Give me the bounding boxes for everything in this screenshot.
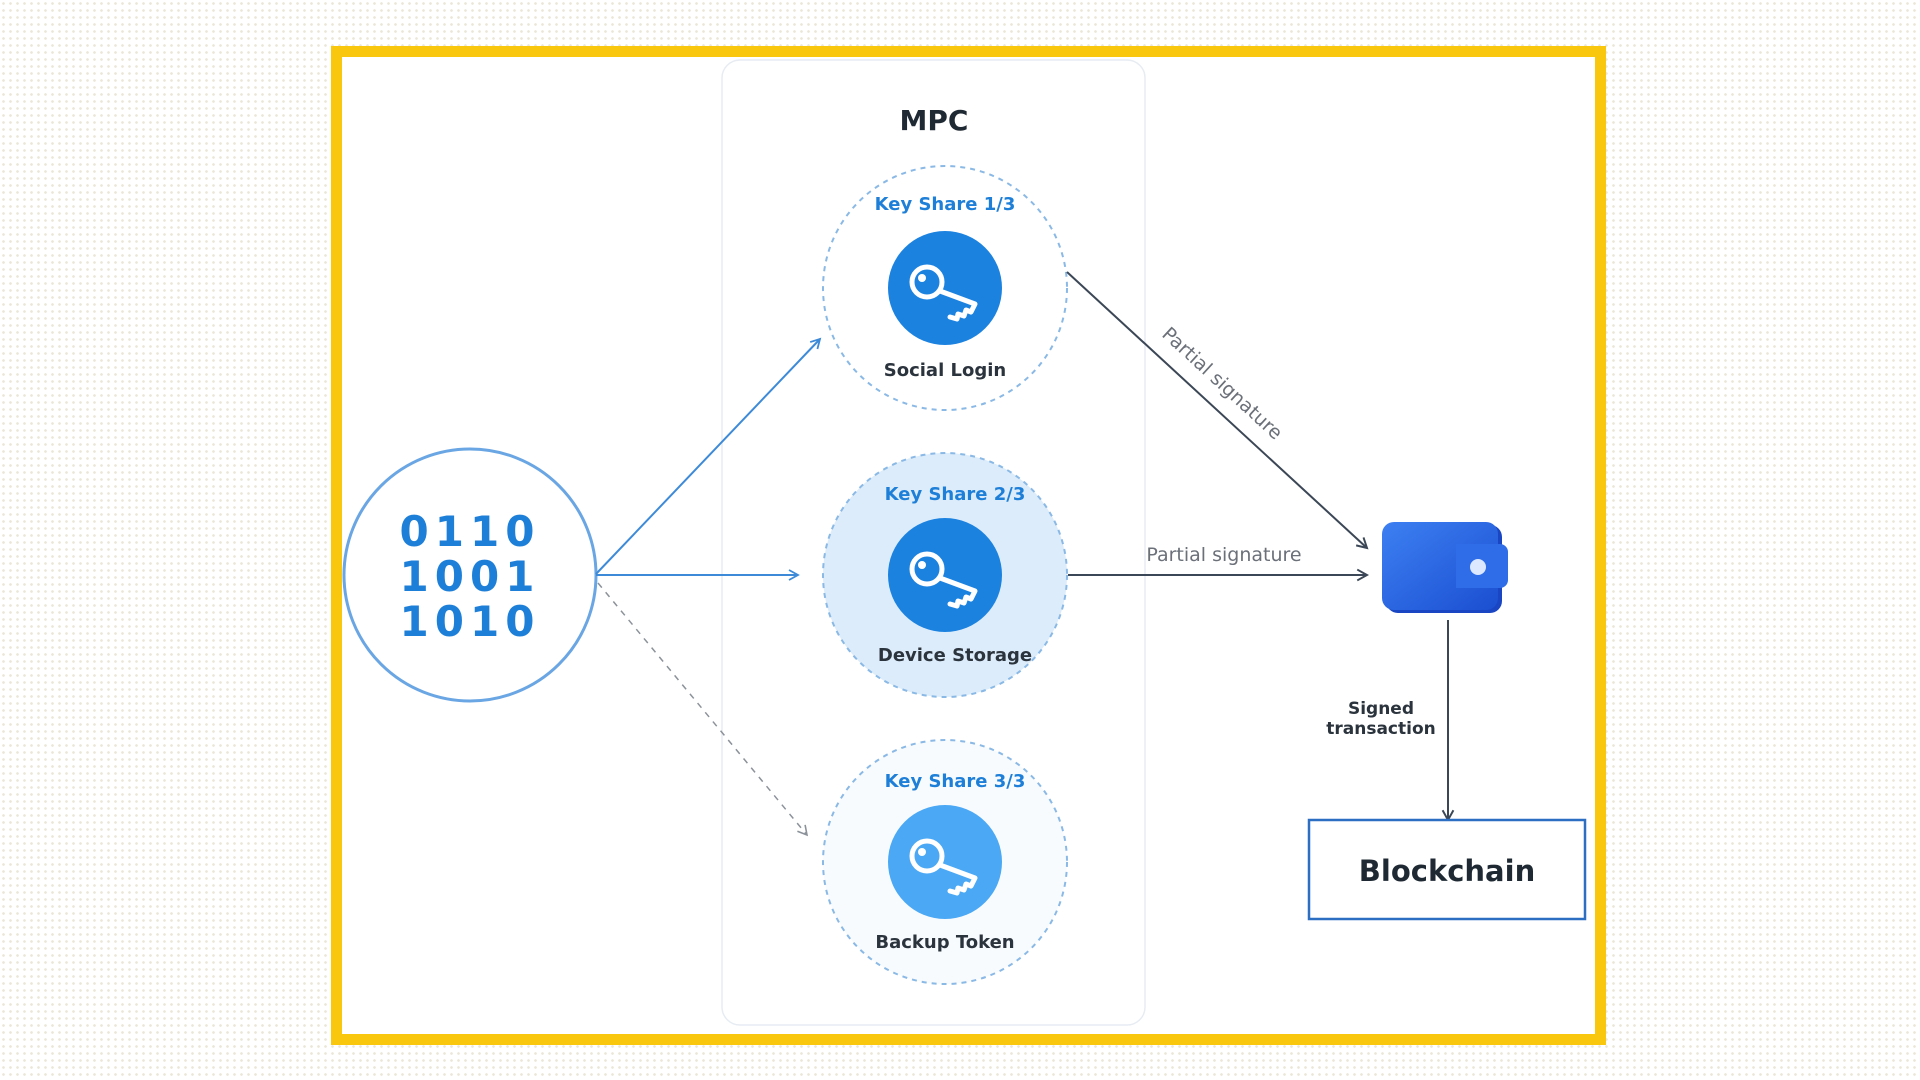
binary-line-1: 0110 [400, 507, 541, 556]
key-share-3: Key Share 3/3 Backup Token [822, 739, 1068, 985]
split-arrow-share-3 [597, 582, 809, 837]
key-share-2: Key Share 2/3 Device Storage [822, 452, 1068, 698]
signed-transaction-label-line-2: transaction [1326, 719, 1436, 739]
key-share-3-label: Backup Token [875, 932, 1014, 953]
wallet-icon [1382, 522, 1508, 613]
key-share-1: Key Share 1/3 Social Login [822, 165, 1068, 411]
partial-signature-label-2: Partial signature [1146, 544, 1301, 566]
split-arrow-share-1 [595, 337, 822, 575]
key-share-2-title: Key Share 2/3 [885, 484, 1026, 505]
wallet-button [1470, 559, 1486, 575]
key-share-3-title: Key Share 3/3 [885, 771, 1026, 792]
key-share-2-disc [888, 518, 1002, 632]
mpc-title: MPC [900, 104, 969, 137]
blockchain-label: Blockchain [1359, 854, 1535, 888]
partial-signature-label-1: Partial signature [1157, 323, 1286, 444]
key-share-1-disc [888, 231, 1002, 345]
partial-signature-arrow-1 [1066, 271, 1369, 550]
key-share-1-label: Social Login [884, 360, 1006, 381]
blockchain-box [1307, 818, 1587, 921]
key-icon [909, 551, 978, 609]
secret-key-node: 0110 1001 1010 [342, 447, 598, 703]
mpc-container [721, 59, 1146, 1026]
key-share-1-title: Key Share 1/3 [875, 194, 1016, 215]
key-share-3-disc [888, 805, 1002, 919]
binary-line-3: 1010 [400, 597, 541, 646]
signed-transaction-label-line-1: Signed [1348, 699, 1414, 719]
key-icon [909, 838, 978, 896]
key-icon [909, 264, 978, 322]
binary-line-2: 1001 [400, 552, 541, 601]
blockchain-node: Blockchain [1307, 818, 1587, 921]
key-share-2-label: Device Storage [878, 645, 1032, 666]
